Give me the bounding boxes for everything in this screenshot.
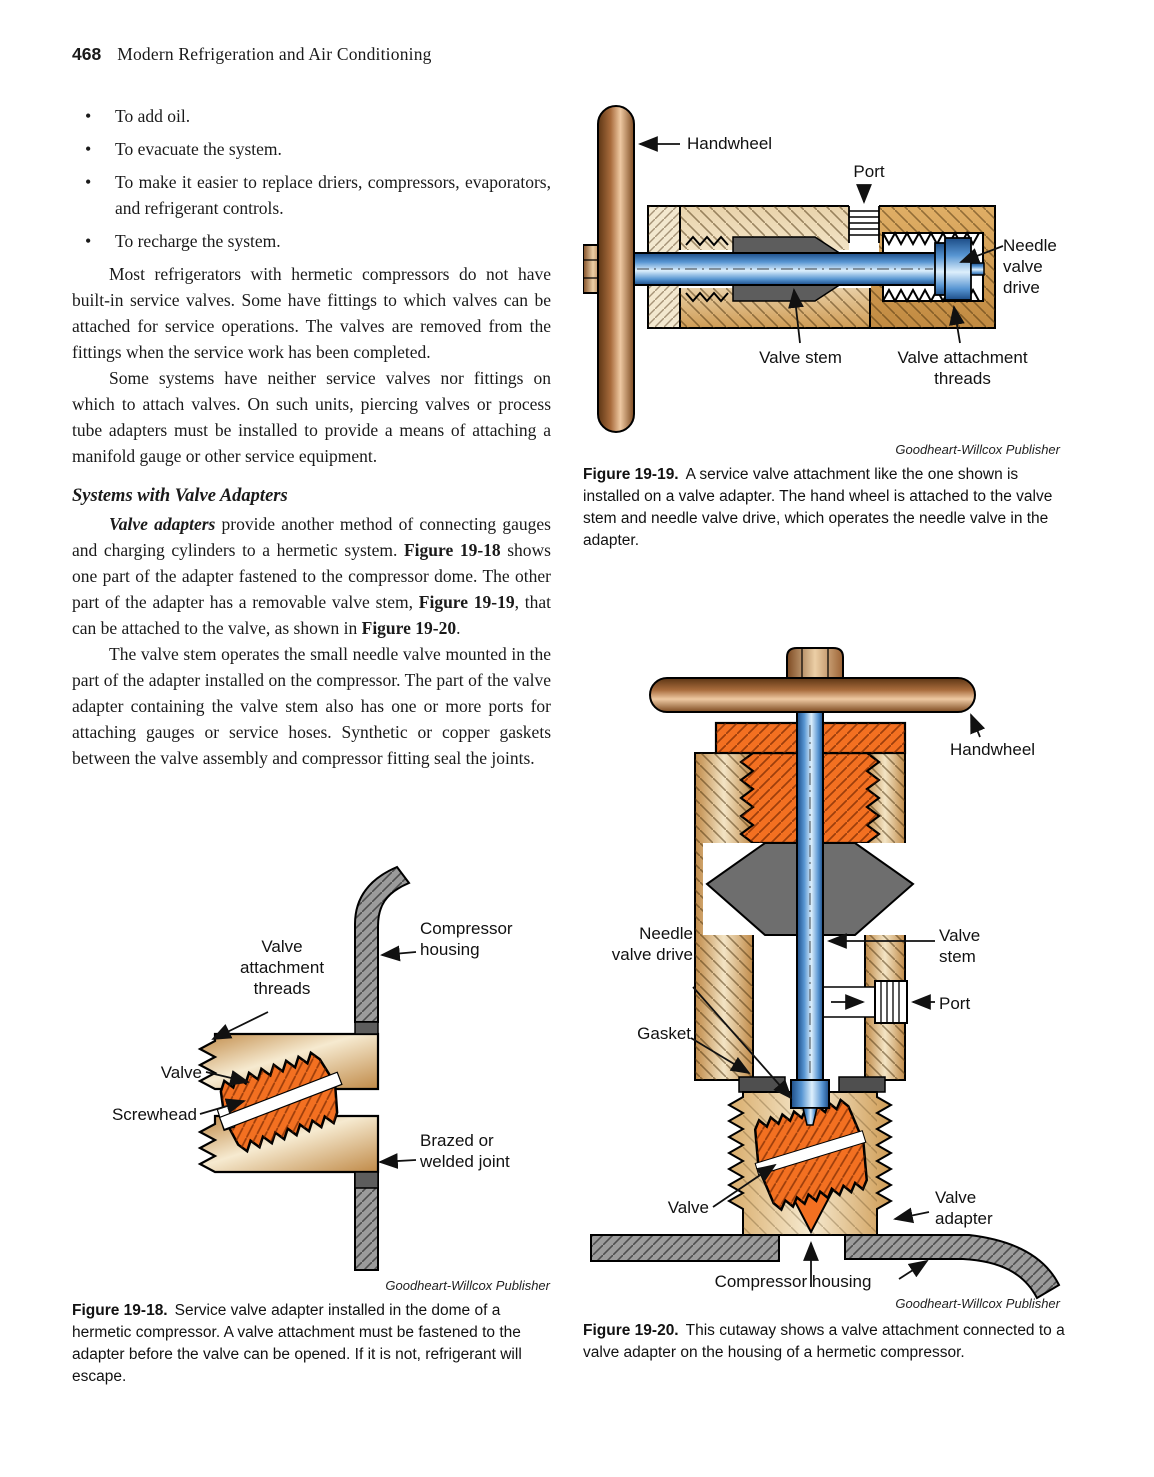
fig18-caption: Figure 19-18.Service valve adapter insta… (72, 1300, 554, 1388)
fig19-caption-text: A service valve attachment like the one … (583, 466, 1053, 549)
bullet-item: To evacuate the system. (72, 136, 551, 162)
fig20-label-valve-stem: Valve stem (939, 926, 981, 966)
fig20-credit: Goodheart-Willcox Publisher (895, 1296, 1060, 1311)
figure-19-18: Valve attachment threads Compressor hous… (72, 862, 550, 1277)
page-number: 468 (72, 44, 102, 64)
fig19-caption-tag: Figure 19-19. (583, 466, 679, 483)
fig20-label-valve: Valve (667, 1198, 709, 1217)
bullet-item: To make it easier to replace driers, com… (72, 169, 551, 221)
figure-reference: Figure 19-20 (361, 618, 457, 638)
fig19-credit: Goodheart-Willcox Publisher (895, 442, 1060, 457)
fig18-label-valve: Valve (160, 1063, 202, 1082)
fig18-label-screwhead: Screwhead (111, 1105, 197, 1124)
fig19-label-handwheel: Handwheel (687, 134, 773, 153)
fig19-label-port: Port (853, 162, 885, 181)
paragraph: Some systems have neither service valves… (72, 368, 551, 466)
term-valve-adapters: Valve adapters (109, 514, 216, 534)
figure-19-18-diagram (197, 865, 417, 1271)
page-header: 468 Modern Refrigeration and Air Conditio… (72, 44, 551, 65)
book-title: Modern Refrigeration and Air Conditionin… (117, 44, 432, 64)
paragraph: Valve adapters provide another method of… (72, 511, 551, 641)
paragraph-text: , that can be attached to the valve, as … (72, 592, 551, 638)
paragraph: Most refrigerators with hermetic compres… (72, 264, 551, 362)
fig18-label-compressor-housing: Compressor housing (420, 919, 513, 959)
figure-19-19-diagram (583, 105, 1004, 433)
fig20-label-gasket: Gasket (637, 1024, 691, 1043)
bullet-item: To recharge the system. (72, 228, 551, 254)
fig19-caption: Figure 19-19.A service valve attachment … (583, 464, 1075, 552)
fig19-label-needle-valve-drive: Needle valve drive (1003, 236, 1057, 297)
fig20-label-needle-valve-drive: Needle valve drive (611, 924, 693, 964)
figure-19-20-diagram (590, 647, 1061, 1300)
fig20-label-handwheel: Handwheel (950, 740, 1036, 759)
fig20-caption: Figure 19-20.This cutaway shows a valve … (583, 1320, 1075, 1364)
fig18-label-valve-attachment-threads: Valve attachment threads (239, 937, 325, 998)
fig18-caption-text: Service valve adapter installed in the d… (72, 1302, 522, 1385)
fig20-caption-text: This cutaway shows a valve attachment co… (583, 1322, 1065, 1361)
fig19-label-valve-attachment-threads: Valve attachment threads (897, 348, 1028, 388)
fig20-label-compressor-housing: Compressor housing (714, 1272, 872, 1291)
fig18-credit: Goodheart-Willcox Publisher (385, 1278, 550, 1293)
figure-reference: Figure 19-18 (403, 540, 501, 560)
paragraph-text: shows one part of the adapter fastened t… (72, 540, 551, 612)
fig18-label-brazed-welded-joint: Brazed or welded joint (420, 1131, 510, 1171)
bullet-list: To add oil. To evacuate the system. To m… (72, 103, 551, 254)
left-text-column: 468 Modern Refrigeration and Air Conditio… (72, 44, 551, 771)
fig18-caption-tag: Figure 19-18. (72, 1302, 168, 1319)
fig20-label-valve-adapter: Valve adapter (935, 1188, 993, 1228)
paragraph: The valve stem operates the small needle… (72, 644, 551, 768)
figure-19-19: Handwheel Port Needle valve drive Valve … (583, 93, 1095, 445)
section-heading: Systems with Valve Adapters (72, 486, 288, 506)
figure-19-20: Handwheel Needle valve drive Valve stem … (583, 635, 1095, 1300)
fig20-label-port: Port (939, 994, 971, 1013)
figure-reference: Figure 19-19 (418, 592, 515, 612)
paragraph-text: . (456, 618, 461, 638)
fig20-caption-tag: Figure 19-20. (583, 1322, 679, 1339)
paragraph-text: provide another method of connecting gau… (72, 514, 551, 560)
bullet-item: To add oil. (72, 103, 551, 129)
fig19-label-valve-stem: Valve stem (759, 348, 842, 367)
